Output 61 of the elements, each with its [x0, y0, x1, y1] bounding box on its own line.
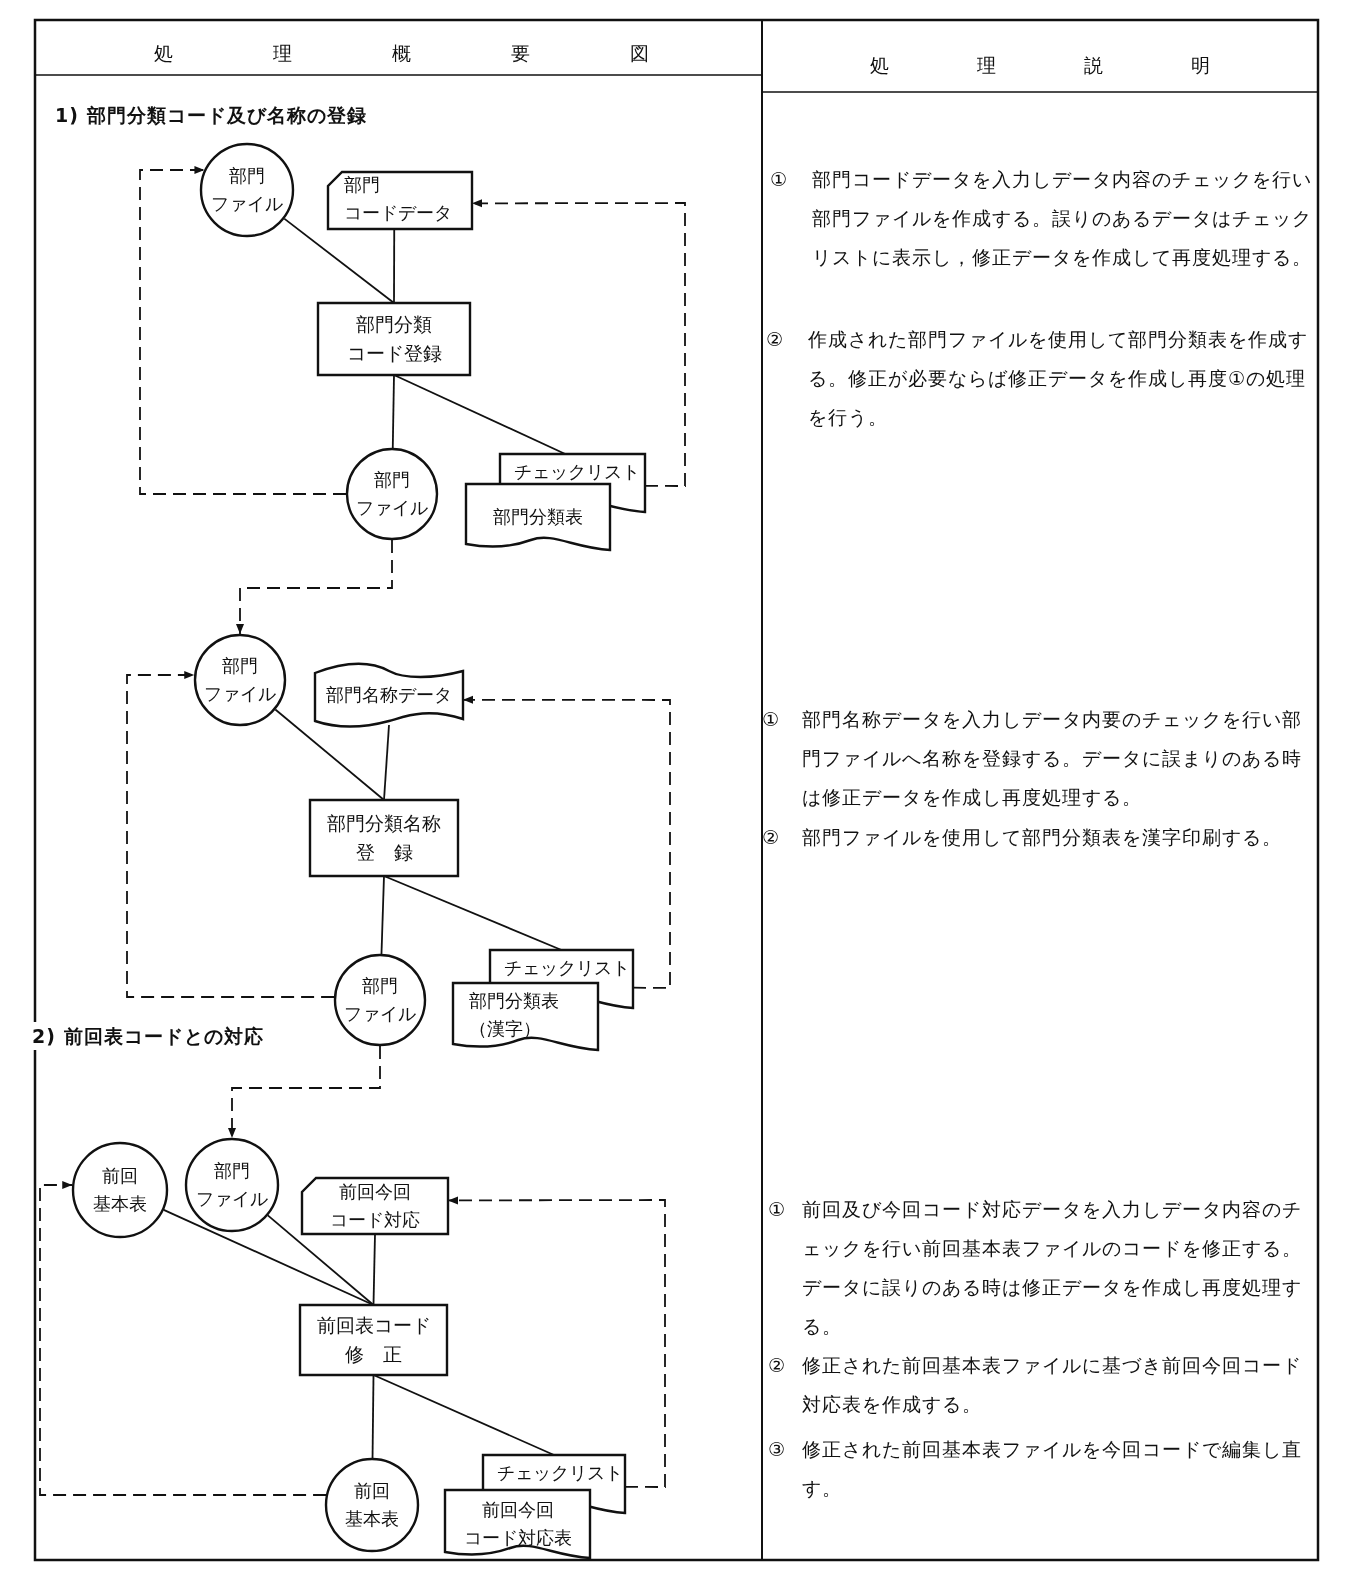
storage-circle: [200, 143, 294, 237]
connector-line: [266, 1214, 375, 1306]
dashed-arrow: [236, 539, 393, 635]
node-label: チェックリスト: [497, 1461, 623, 1485]
process-box: [300, 1305, 447, 1375]
section-heading: 1) 部門分類コード及び名称の登録: [55, 103, 367, 128]
node-label: 前回今回コード対応表: [463, 1498, 572, 1550]
node-label: 前回今回コード対応: [330, 1180, 420, 1232]
node-label: 部門分類コード登録: [346, 311, 442, 366]
storage-circle: [185, 1138, 279, 1232]
punch-card-shape: [328, 172, 472, 229]
step-text: 部門名称データを入力しデータ内要のチェックを行い部門ファイルへ名称を登録する。データに誤まりのある時は修正データを作成し再度処理する。: [802, 707, 1303, 810]
process-box: [318, 303, 470, 375]
node-label: 前回表コード修 正: [316, 1312, 431, 1367]
section-heading: 2) 前回表コードとの対応: [30, 1022, 266, 1050]
connector-line: [383, 724, 390, 801]
node-label: チェックリスト: [504, 956, 630, 980]
dashed-arrow: [228, 1045, 381, 1139]
node-label: 部門ファイル: [344, 974, 416, 1026]
column-header: 処理概要図: [152, 41, 750, 66]
storage-circle: [194, 634, 286, 726]
node-label: 部門ファイル: [356, 468, 428, 520]
step-text: 前回及び今回コード対応データを入力しデータ内容のチェックを行い前回基本表ファイルのコードを修正する。データに誤りのある時は修正データを作成し再度処理する。: [802, 1197, 1303, 1339]
step-number: ②: [762, 825, 781, 850]
node-label: チェックリスト: [514, 460, 640, 484]
connector-line: [283, 217, 395, 304]
node-label: 前回基本表: [345, 1479, 399, 1531]
node-label: 部門名称データ: [326, 683, 452, 708]
step-text: 修正された前回基本表ファイルを今回コードで編集し直す。: [802, 1437, 1303, 1501]
step-number: ②: [766, 327, 785, 352]
step-text: 修正された前回基本表ファイルに基づき前回今回コード対応表を作成する。: [802, 1353, 1303, 1417]
step-number: ①: [762, 707, 781, 732]
node-label: 部門分類名称登 録: [327, 810, 441, 865]
process-box: [310, 800, 458, 876]
node-label: 部門コードデータ: [344, 172, 452, 225]
dashed-arrow: [126, 671, 335, 998]
dashed-arrow: [139, 166, 347, 495]
node-label: 部門ファイル: [204, 654, 276, 706]
tape-shape: [315, 665, 463, 725]
node-label: 部門分類表: [493, 505, 583, 530]
storage-circle: [346, 448, 438, 540]
storage-circle: [325, 1458, 419, 1552]
node-label: 部門ファイル: [211, 164, 283, 216]
document-shape: [466, 484, 610, 550]
step-number: ②: [768, 1353, 787, 1378]
dashed-arrow: [39, 1181, 327, 1496]
step-number: ③: [768, 1437, 787, 1462]
node-label: 部門ファイル: [196, 1159, 268, 1211]
connector-line: [274, 708, 385, 801]
step-number: ①: [770, 167, 789, 192]
storage-circle: [72, 1142, 168, 1238]
step-text: 部門コードデータを入力しデータ内容のチェックを行い部門ファイルを作成する。誤りのあるデータはチェックリストに表示し，修正データを作成して再度処理する。: [812, 167, 1312, 270]
step-text: 部門ファイルを使用して部門分類表を漢字印刷する。: [802, 825, 1283, 850]
punch-card-shape: [302, 1178, 448, 1234]
step-text: 作成された部門ファイルを使用して部門分類表を作成する。修正が必要ならば修正データを作成し再度①の処理を行う。: [808, 327, 1309, 430]
step-number: ①: [768, 1197, 787, 1222]
node-label: 前回基本表: [93, 1164, 147, 1216]
column-header: 処理説明: [869, 53, 1299, 78]
document-shape: [445, 1490, 590, 1558]
storage-circle: [334, 954, 426, 1046]
document-shape: [453, 983, 598, 1050]
